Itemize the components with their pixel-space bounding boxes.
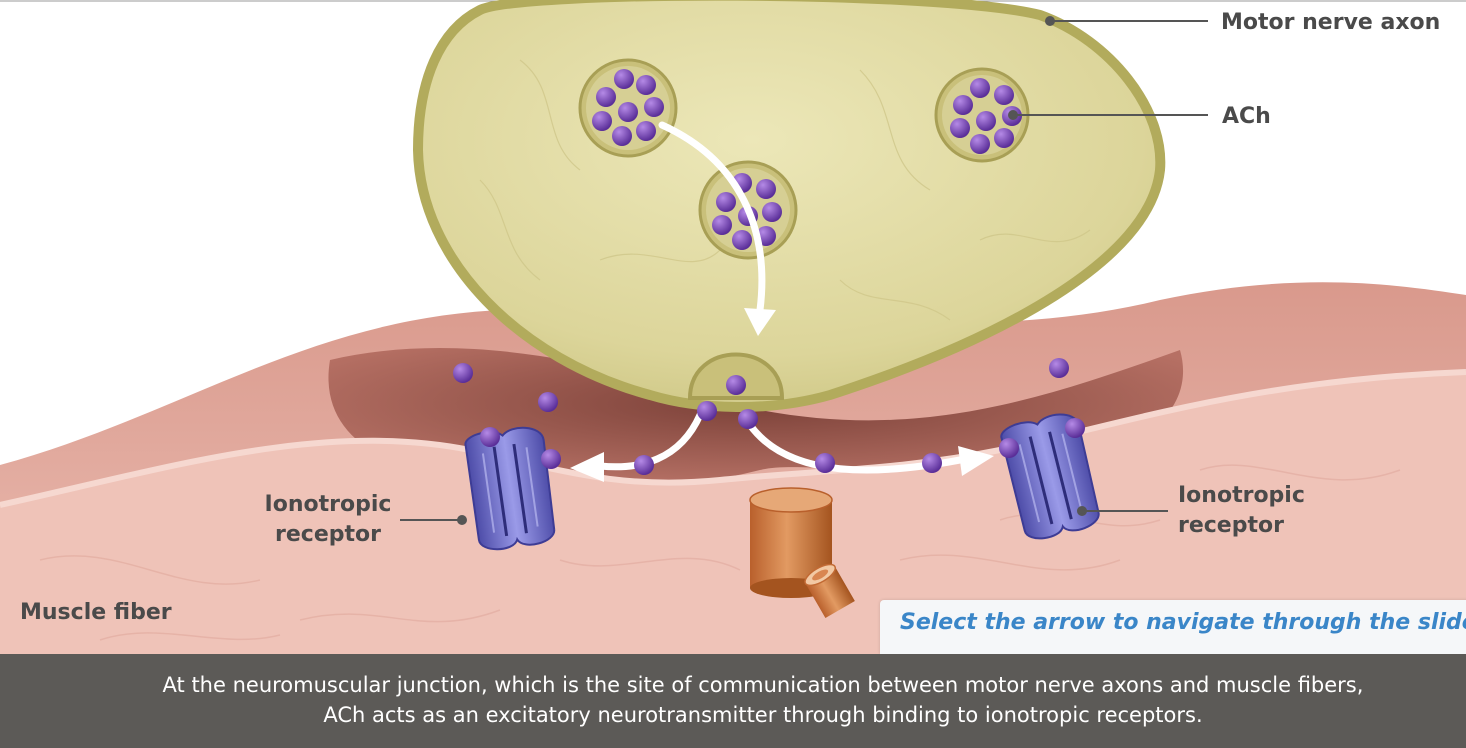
label-ionotropic-receptor-left: Ionotropic receptor — [260, 490, 396, 550]
navigation-hint-box: Select the arrow to navigate through the… — [880, 600, 1466, 654]
caption-bar: At the neuromuscular junction, which is … — [0, 654, 1466, 748]
muscle-texture — [39, 464, 1401, 641]
label-ach: ACh — [1222, 104, 1271, 129]
ach-molecules-cleft — [453, 358, 1069, 475]
diffusion-arrowhead-left — [570, 452, 604, 482]
label-ionotropic-left-line1: Ionotropic — [264, 492, 392, 517]
ionotropic-receptor-left — [464, 426, 556, 551]
diffusion-arrow-left — [596, 411, 704, 471]
axon-texture — [479, 59, 1091, 321]
ion-channel-cylinder — [749, 487, 855, 619]
caption-text: At the neuromuscular junction, which is … — [60, 670, 1466, 730]
label-ionotropic-left-line2: receptor — [275, 522, 381, 547]
leader-lines — [400, 16, 1208, 525]
caption-line-2: ACh acts as an excitatory neurotransmitt… — [323, 703, 1203, 727]
diffusion-arrowhead-right — [958, 446, 994, 476]
label-ionotropic-receptor-right: Ionotropic receptor — [1178, 481, 1305, 541]
ionotropic-receptor-right — [1000, 413, 1100, 540]
caption-line-1: At the neuromuscular junction, which is … — [162, 673, 1364, 697]
navigation-hint-text: Select the arrow to navigate through the… — [900, 610, 1466, 635]
vesicle-path-arrow — [658, 121, 766, 314]
vesicle-path-arrowhead — [744, 308, 776, 336]
label-ionotropic-right-line1: Ionotropic — [1178, 483, 1305, 508]
label-ionotropic-right-line2: receptor — [1178, 513, 1284, 538]
label-muscle-fiber: Muscle fiber — [20, 600, 172, 625]
label-motor-nerve-axon: Motor nerve axon — [1221, 10, 1441, 35]
